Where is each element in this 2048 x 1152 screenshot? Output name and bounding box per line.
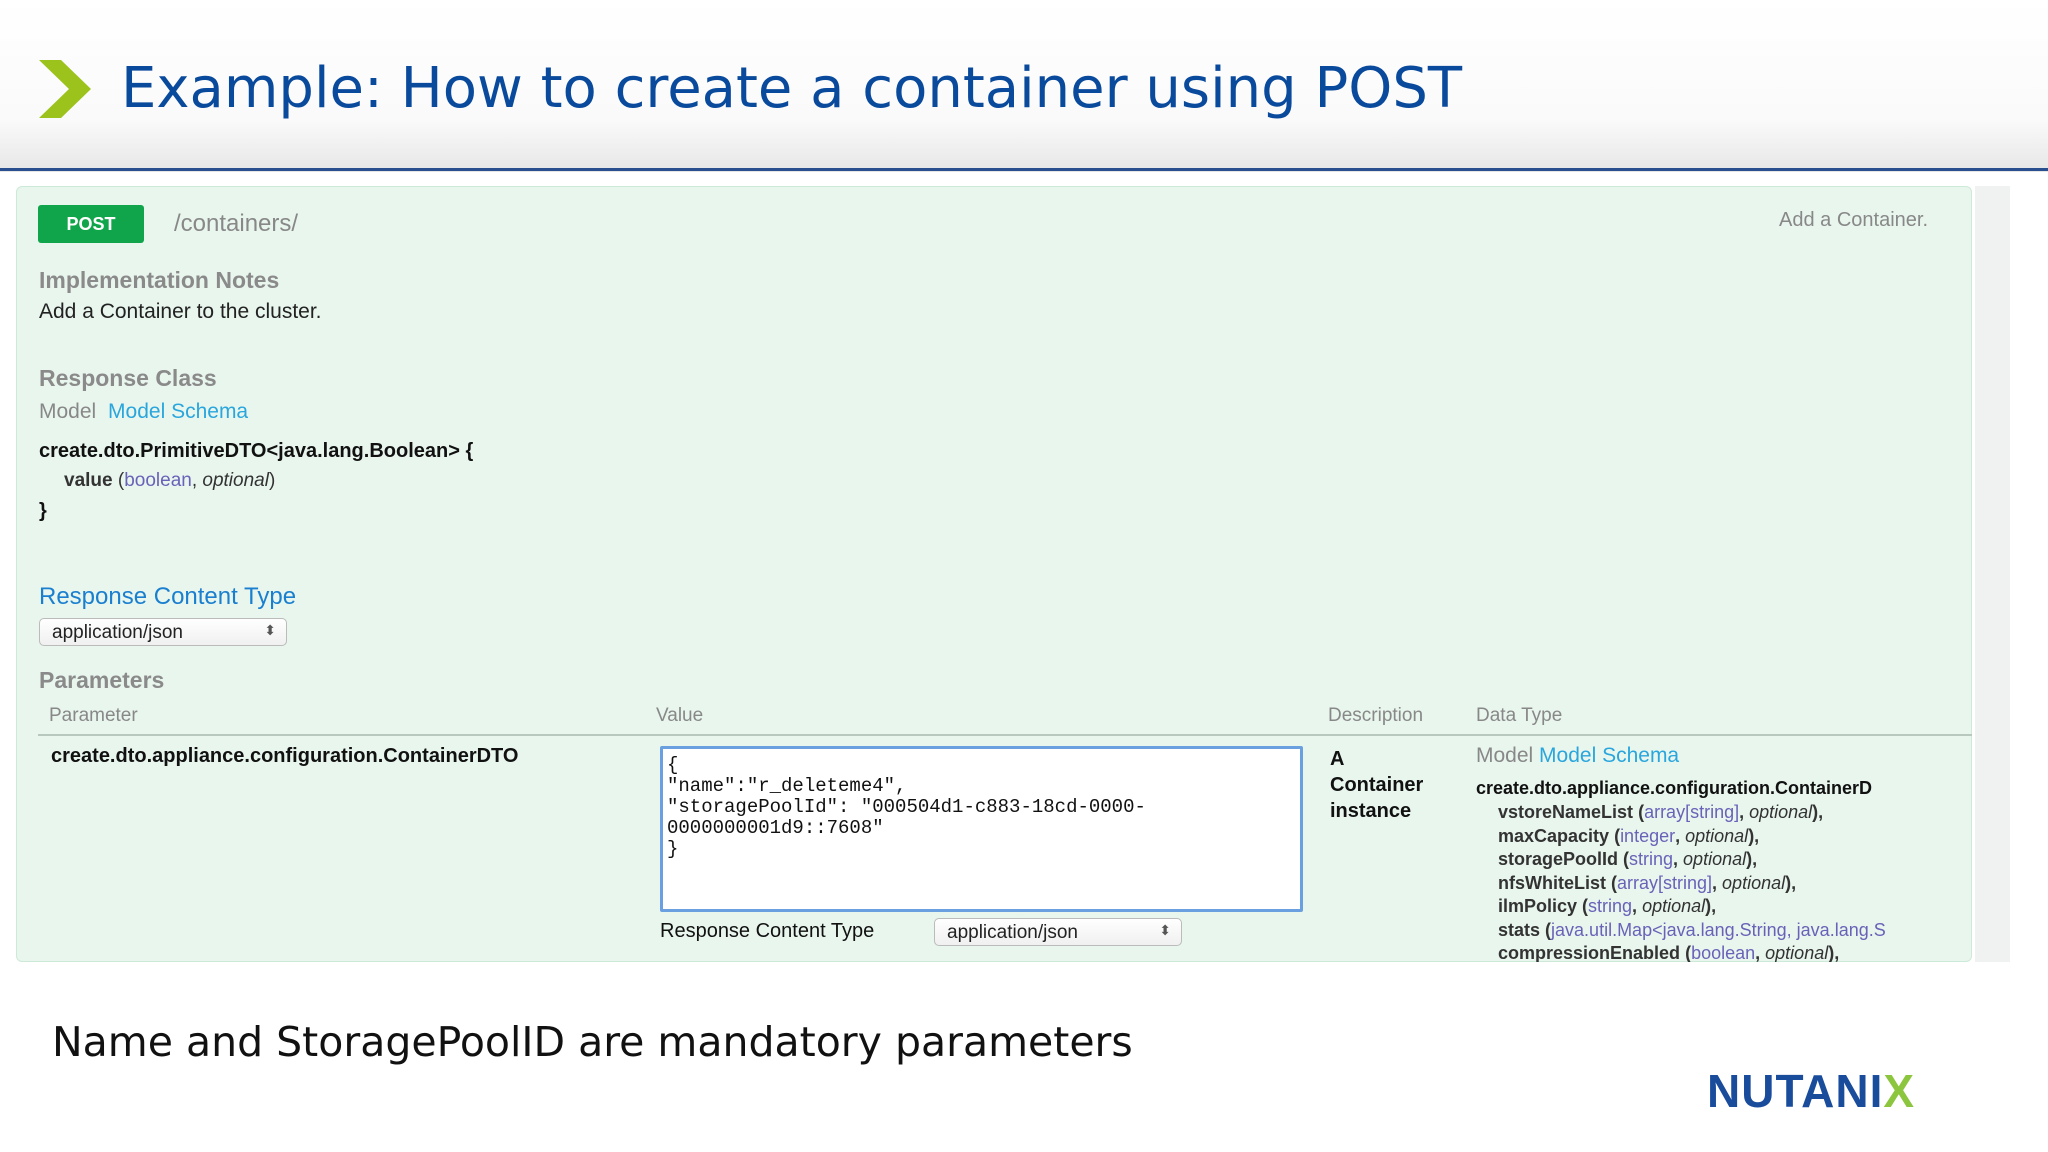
field-name: stats xyxy=(1498,919,1541,940)
field-name: nfsWhiteList xyxy=(1498,872,1606,893)
field-name: value xyxy=(64,470,113,491)
schema-field: stats (java.util.Map<java.lang.String, j… xyxy=(1498,919,1886,940)
endpoint-path[interactable]: /containers/ xyxy=(174,210,299,237)
parameters-heading: Parameters xyxy=(39,667,165,693)
select-arrows-icon: ⬍ xyxy=(1159,922,1171,938)
table-header-divider xyxy=(38,734,1972,736)
field-optional: optional xyxy=(1642,896,1706,916)
field-name: compressionEnabled xyxy=(1498,943,1681,962)
nutanix-logo: NUTANIX xyxy=(1707,1065,1916,1117)
schema-field: compressionEnabled (boolean, optional), xyxy=(1498,943,1840,962)
schema-fields: vstoreNameList (array[string], optional)… xyxy=(1476,801,1972,962)
model-schema-tab[interactable]: Model Schema xyxy=(108,400,249,423)
field-optional: optional xyxy=(1683,849,1747,869)
impl-notes: Add a Container to the cluster. xyxy=(39,300,322,323)
field-name: storagePoolId xyxy=(1498,849,1619,869)
operation-summary[interactable]: Add a Container. xyxy=(1779,209,1928,231)
slide-title: Example: How to create a container using… xyxy=(121,56,1463,121)
col-data-type: Data Type xyxy=(1476,705,1563,726)
method-badge[interactable]: POST xyxy=(38,205,144,243)
model-tab[interactable]: Model xyxy=(39,400,97,423)
desc-line: A xyxy=(1330,748,1345,770)
chevron-right-icon xyxy=(39,60,91,118)
field-type: array[string] xyxy=(1644,802,1740,822)
desc-line: instance xyxy=(1330,800,1412,822)
desc-line: Container xyxy=(1330,774,1424,796)
model-schema-tab[interactable]: Model Schema xyxy=(1539,744,1680,767)
schema-field: nfsWhiteList (array[string], optional), xyxy=(1498,872,1797,893)
param-model-tabs: Model Model Schema xyxy=(1476,744,1972,768)
select-arrows-icon: ⬍ xyxy=(264,622,276,638)
impl-notes-heading: Implementation Notes xyxy=(39,267,280,293)
field-type: string xyxy=(1588,896,1633,916)
model-tab[interactable]: Model xyxy=(1476,744,1534,767)
schema-field: vstoreNameList (array[string], optional)… xyxy=(1498,802,1824,822)
field-optional: optional xyxy=(1749,802,1813,822)
select-value: application/json xyxy=(947,922,1078,943)
field-type: boolean xyxy=(124,470,192,491)
field-type: string xyxy=(1629,849,1674,869)
field-name: maxCapacity xyxy=(1498,825,1610,846)
param-value-textarea[interactable]: { "name":"r_deleteme4", "storagePoolId":… xyxy=(660,746,1303,912)
header-divider xyxy=(0,168,2048,171)
schema-field: ilmPolicy (string, optional), xyxy=(1498,896,1717,916)
response-content-type-heading: Response Content Type xyxy=(39,583,297,610)
response-model-tabs: Model Model Schema xyxy=(39,400,248,424)
param-name: create.dto.appliance.configuration.Conta… xyxy=(51,745,519,767)
field-optional: optional xyxy=(1722,872,1786,893)
select-value: application/json xyxy=(52,622,183,643)
field-optional: optional xyxy=(1765,943,1829,962)
param-content-type-select[interactable]: application/json ⬍ xyxy=(934,918,1182,946)
param-data-type: Model Model Schema create.dto.appliance.… xyxy=(1476,744,1972,962)
slide-footer-text: Name and StoragePoolID are mandatory par… xyxy=(52,1018,1133,1066)
param-content-type-label: Response Content Type xyxy=(660,920,875,942)
field-type: integer xyxy=(1620,825,1676,846)
response-content-type-select[interactable]: application/json ⬍ xyxy=(39,618,287,646)
field-optional: optional xyxy=(1685,825,1749,846)
schema-field: maxCapacity (integer, optional), xyxy=(1498,825,1760,846)
response-class-heading: Response Class xyxy=(39,365,217,391)
response-class-close: } xyxy=(39,500,47,522)
field-type: boolean xyxy=(1691,943,1756,962)
col-value: Value xyxy=(656,705,704,726)
col-parameter: Parameter xyxy=(49,705,138,726)
field-optional: optional xyxy=(202,470,269,491)
schema-name: create.dto.appliance.configuration.Conta… xyxy=(1476,778,1873,798)
param-description: A Container instance xyxy=(1330,746,1423,824)
response-class-field: value (boolean, optional) xyxy=(64,470,276,491)
field-type: java.util.Map<java.lang.String, java.lan… xyxy=(1551,919,1886,940)
field-name: ilmPolicy xyxy=(1498,896,1578,916)
scrollbar-track[interactable] xyxy=(1975,186,2010,962)
field-name: vstoreNameList xyxy=(1498,802,1634,822)
response-class-name: create.dto.PrimitiveDTO<java.lang.Boolea… xyxy=(39,440,474,462)
field-type: array[string] xyxy=(1617,872,1713,893)
schema-field: storagePoolId (string, optional), xyxy=(1498,849,1758,869)
col-description: Description xyxy=(1328,705,1424,726)
slide-header xyxy=(0,0,2048,172)
